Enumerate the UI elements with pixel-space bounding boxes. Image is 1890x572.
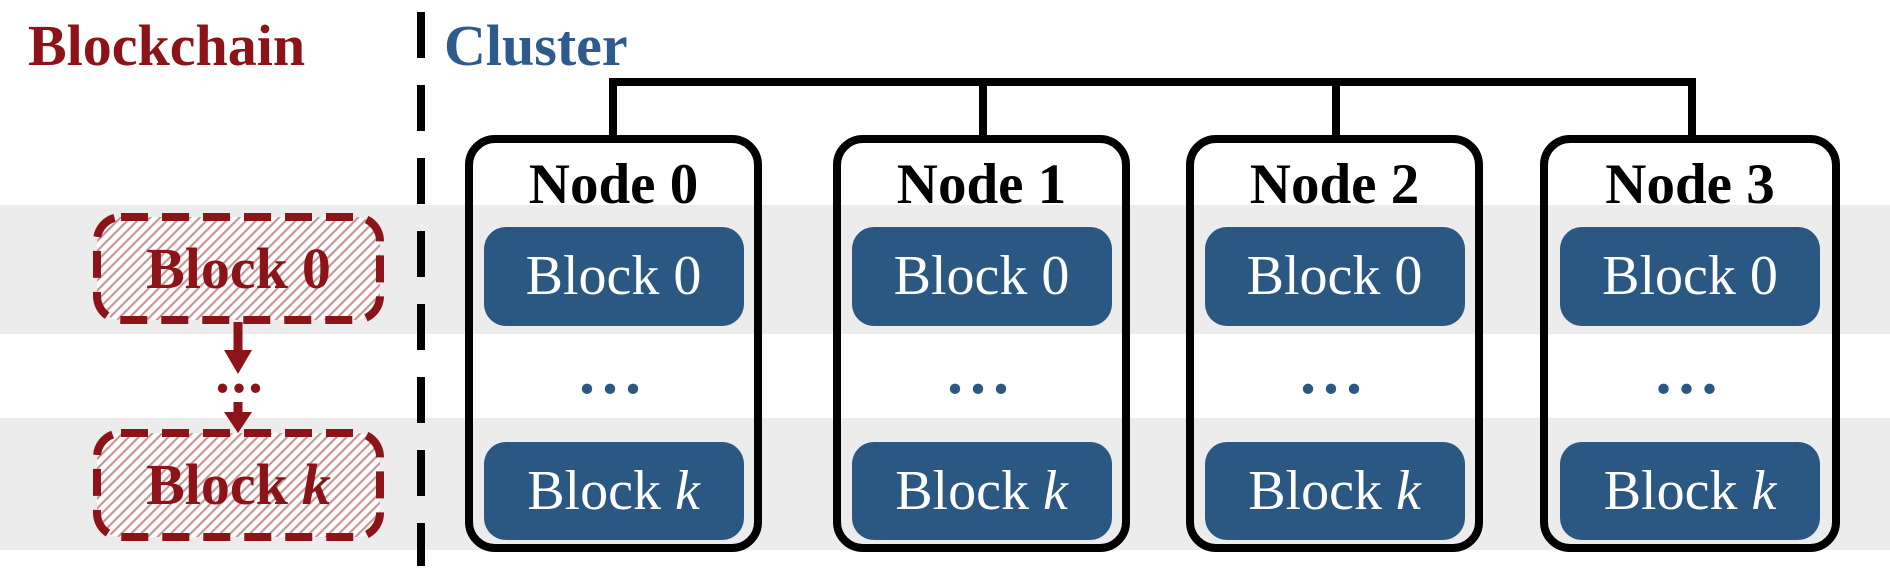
- node-0-title: Node 0: [528, 153, 699, 216]
- block-label-suffix: 0: [1394, 245, 1423, 307]
- block-label-suffix: k: [1042, 460, 1068, 522]
- node-0-ellipsis: ...: [579, 336, 648, 407]
- block-label-suffix: k: [1395, 460, 1421, 522]
- block-label-prefix: Block: [525, 245, 660, 307]
- block-label-suffix: 0: [1749, 245, 1778, 307]
- chain-arrow-bottom: [224, 402, 252, 433]
- block-label-prefix: Block: [1603, 460, 1738, 522]
- node-1-title: Node 1: [896, 153, 1067, 216]
- block-label-suffix: k: [1751, 460, 1777, 522]
- node-3-title: Node 3: [1605, 153, 1775, 216]
- block-label-prefix: Block: [527, 460, 661, 522]
- node-1-ellipsis: ...: [947, 336, 1016, 407]
- block-label-suffix: 0: [301, 236, 331, 301]
- block-label-suffix: 0: [673, 245, 702, 307]
- cluster-title: Cluster: [444, 13, 628, 78]
- block-label-suffix: 0: [1041, 245, 1070, 307]
- node-2-title: Node 2: [1249, 153, 1420, 216]
- block-label-prefix: Block: [1602, 245, 1736, 307]
- blockchain-title: Blockchain: [28, 13, 306, 78]
- node-3-ellipsis: ...: [1655, 336, 1725, 407]
- block-label-suffix: k: [301, 452, 331, 517]
- blockchain-ellipsis: ...: [215, 340, 265, 405]
- node-2-ellipsis: ...: [1300, 336, 1369, 407]
- block-label-prefix: Block: [146, 452, 288, 517]
- blockchain-blockk-box: [93, 429, 384, 541]
- blockchain-block0-box: [93, 213, 384, 324]
- block-label-prefix: Block: [146, 236, 288, 301]
- chain-arrow-top: [224, 322, 252, 374]
- block-label-prefix: Block: [1246, 245, 1381, 307]
- cluster-bus-connector: [609, 78, 1696, 139]
- block-label-prefix: Block: [1248, 460, 1382, 522]
- block-label-prefix: Block: [893, 245, 1028, 307]
- block-label-suffix: k: [674, 460, 700, 522]
- block-label-prefix: Block: [895, 460, 1029, 522]
